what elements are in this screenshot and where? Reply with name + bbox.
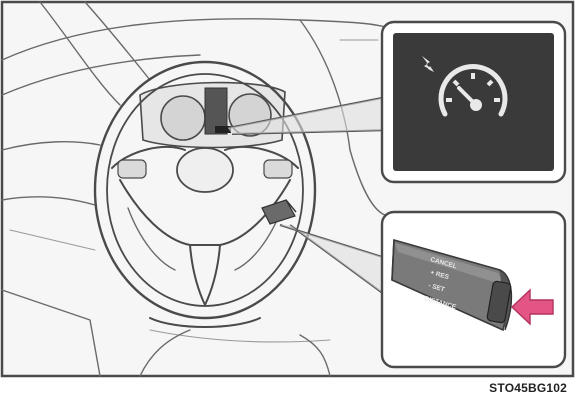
speedometer-gauge (161, 96, 205, 140)
left-spoke-buttons (118, 160, 146, 178)
figure-code: STO45BG102 (489, 381, 567, 395)
right-spoke-buttons (264, 160, 292, 178)
steering-hub (177, 148, 233, 192)
indicator-callout (382, 22, 565, 182)
instrument-cluster (140, 83, 285, 148)
lever-callout: CANCEL + RES - SET DISTANCE (382, 212, 565, 367)
